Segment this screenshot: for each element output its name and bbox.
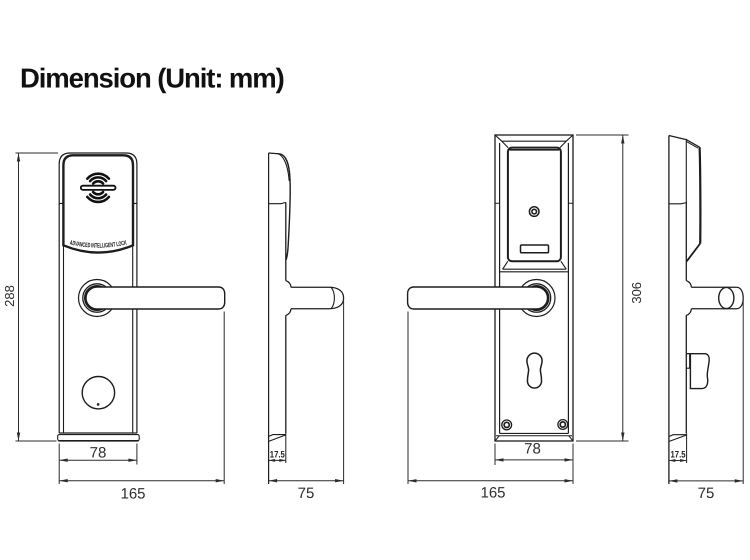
svg-text:165: 165 xyxy=(120,486,145,503)
svg-text:78: 78 xyxy=(524,441,541,458)
svg-text:165: 165 xyxy=(480,485,505,502)
svg-text:75: 75 xyxy=(298,485,315,502)
svg-text:17.5: 17.5 xyxy=(270,449,286,460)
svg-text:75: 75 xyxy=(698,485,715,502)
svg-text:306: 306 xyxy=(629,282,644,304)
svg-text:ADVANCED INTELLIGENT LOCK: ADVANCED INTELLIGENT LOCK xyxy=(69,239,128,249)
svg-text:288: 288 xyxy=(2,285,17,307)
svg-text:Dimension (Unit: mm): Dimension (Unit: mm) xyxy=(20,63,284,94)
svg-text:78: 78 xyxy=(90,445,107,462)
svg-text:17.5: 17.5 xyxy=(671,449,687,460)
